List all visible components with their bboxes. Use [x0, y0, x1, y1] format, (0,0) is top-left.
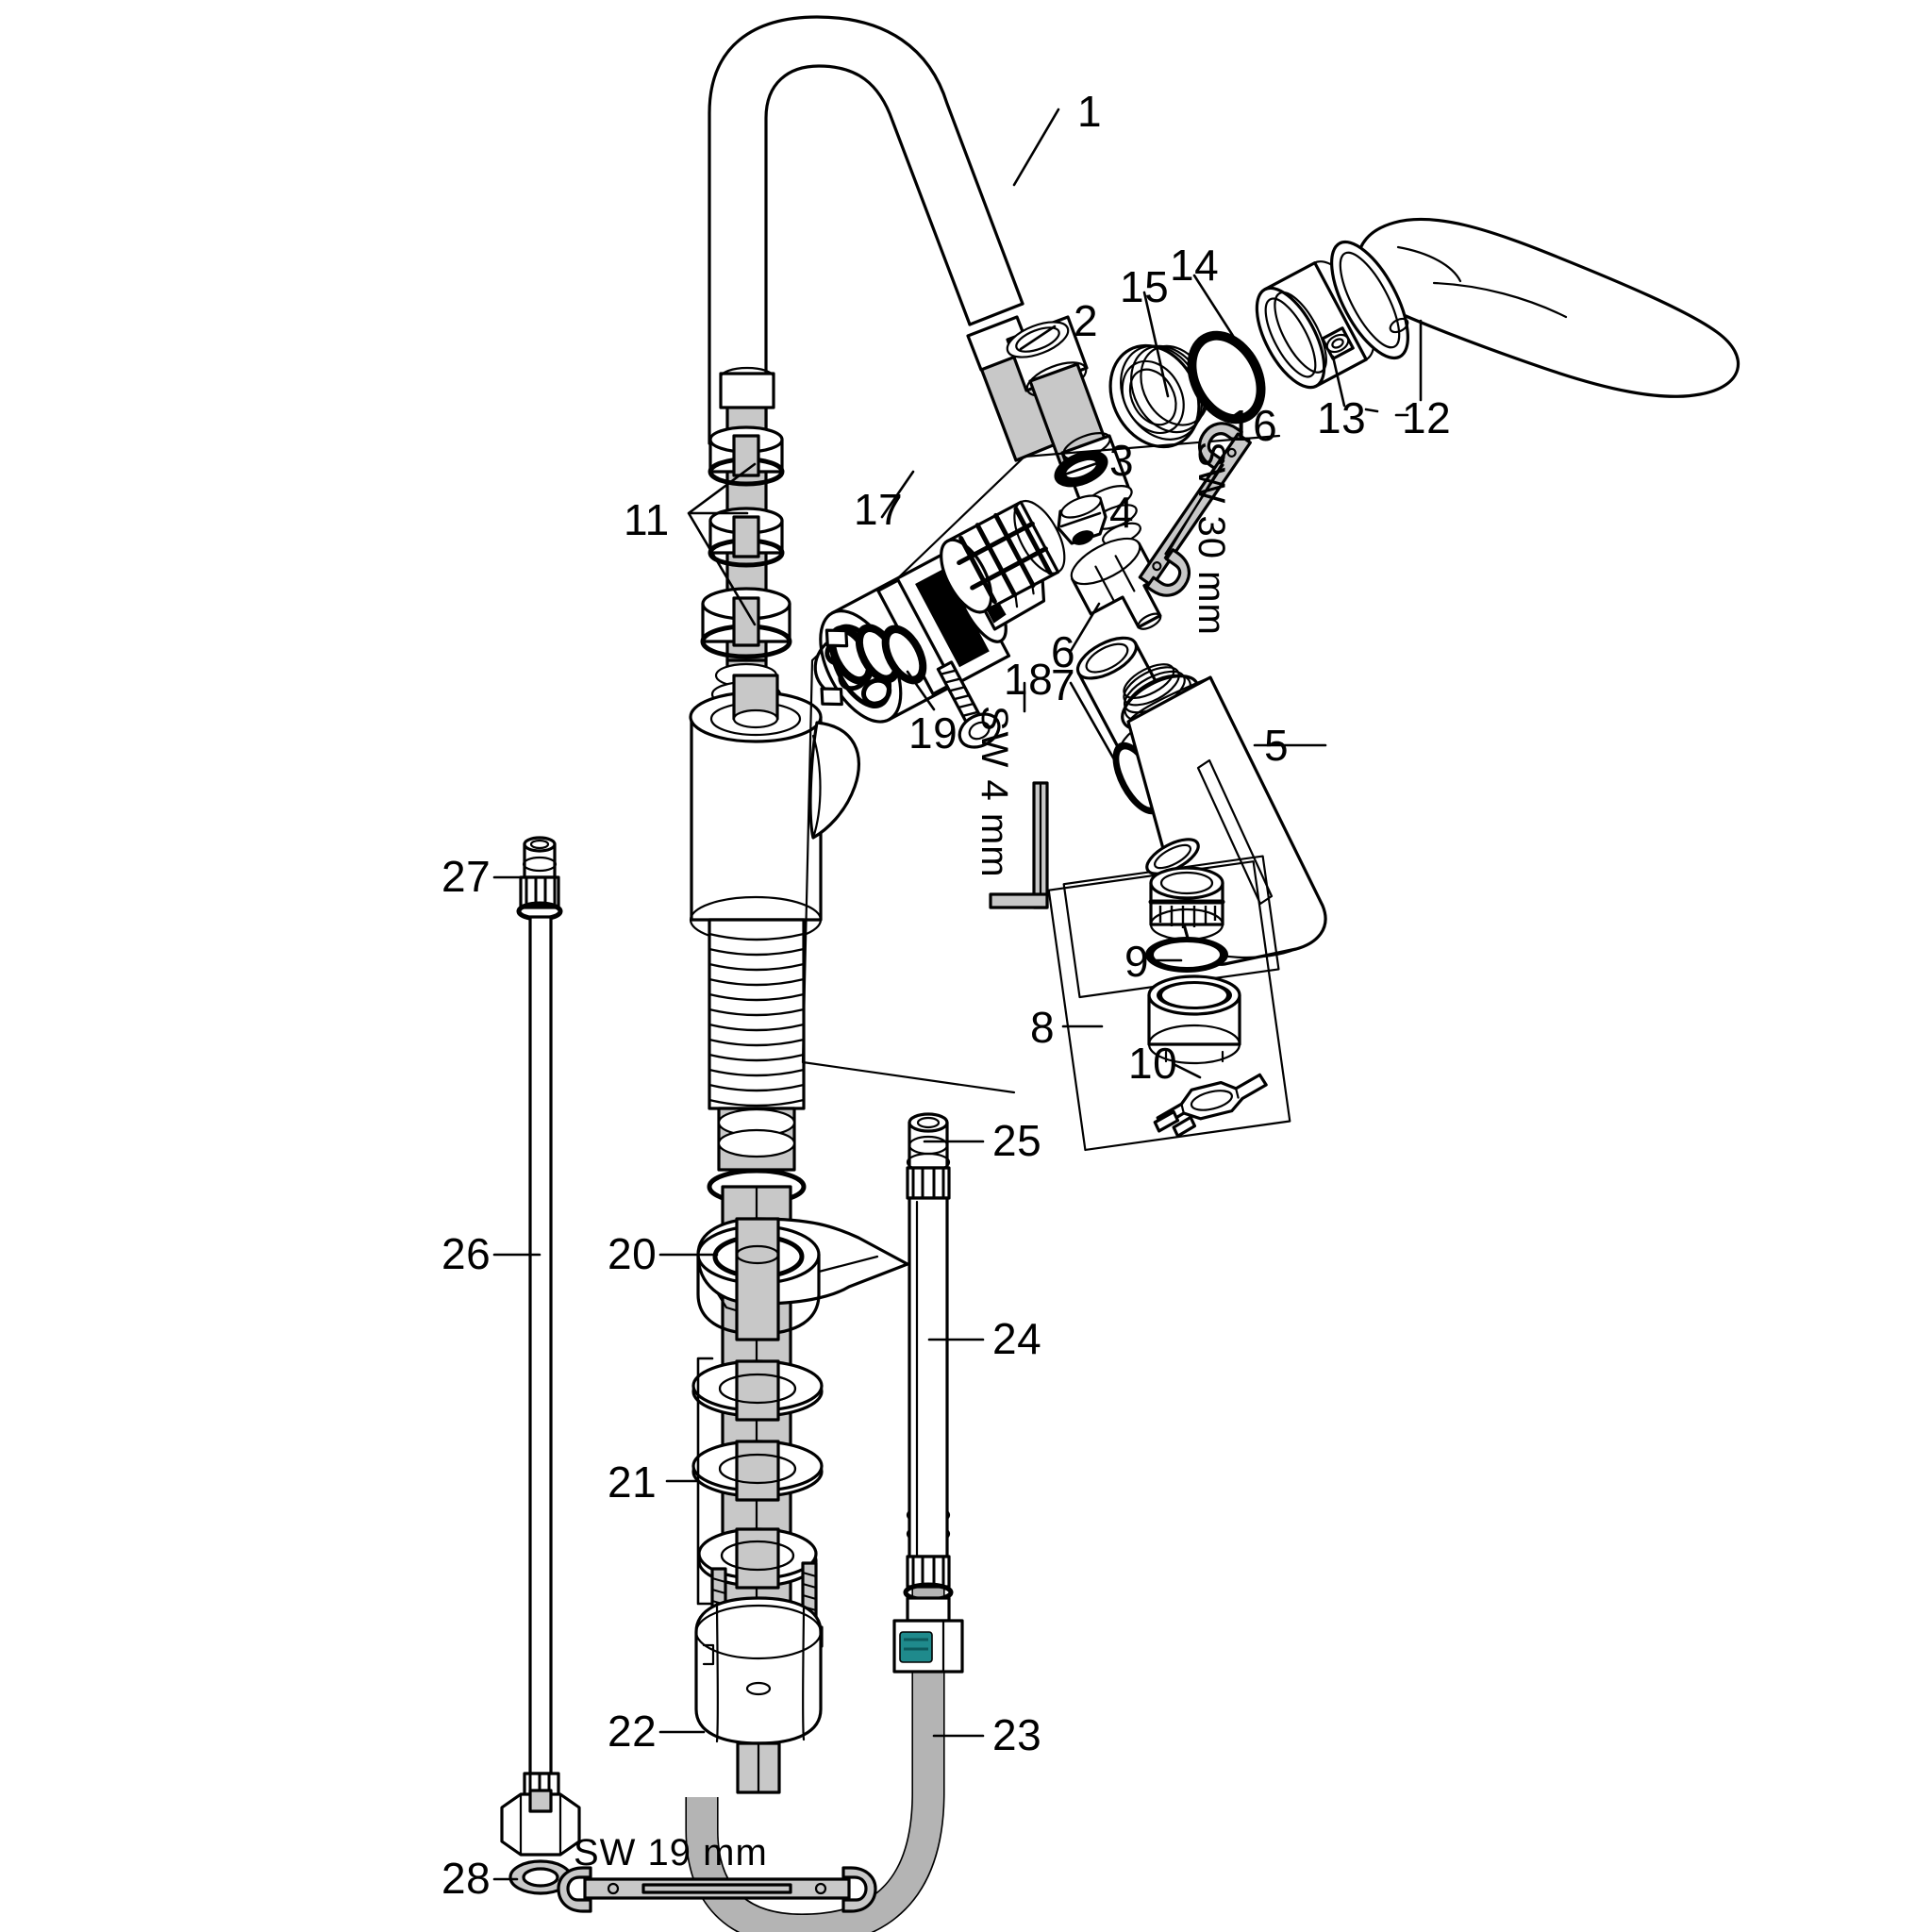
callout-28: 28 [441, 1854, 491, 1903]
callout-17: 17 [854, 485, 904, 534]
part-seal-kit [813, 624, 927, 707]
part-sealing-cone [1057, 494, 1108, 545]
callout-20: 20 [608, 1229, 658, 1278]
part-base-gasket [696, 1217, 909, 1341]
callout-3: 3 [1109, 436, 1135, 485]
callout-7: 7 [1051, 660, 1076, 709]
part-grub-screw [1321, 326, 1355, 360]
part-connection-hose [892, 1112, 964, 1674]
callout-25: 25 [992, 1116, 1042, 1165]
part-spout-tube [708, 15, 1024, 445]
part-slide-rings [687, 366, 792, 662]
callout-2: 2 [1074, 296, 1099, 345]
callout-24: 24 [992, 1314, 1042, 1363]
callout-22: 22 [608, 1707, 658, 1756]
callout-13: 13 [1317, 393, 1367, 442]
part-lever-handle [1330, 217, 1740, 398]
part-handle-o-ring [1187, 330, 1266, 425]
callout-9: 9 [1124, 937, 1150, 986]
callout-16: 16 [1228, 401, 1278, 450]
callout-18: 18 [1004, 655, 1054, 704]
callout-11: 11 [624, 495, 670, 544]
part-cartridge-kit [801, 434, 1281, 1094]
part-valve-insert [1070, 537, 1162, 630]
callout-23: 23 [992, 1710, 1042, 1759]
tool-label-sw30: SW 30 mm [1191, 441, 1232, 636]
callout-8: 8 [1030, 1003, 1056, 1052]
open-end-wrench-19-icon [557, 1866, 877, 1913]
allen-key-4-icon [989, 781, 1049, 909]
callout-26: 26 [441, 1229, 491, 1278]
callout-10: 10 [1128, 1039, 1178, 1088]
callout-1: 1 [1077, 87, 1103, 136]
callout-4: 4 [1109, 488, 1135, 537]
part-clamping-nut [694, 1596, 823, 1794]
callout-27: 27 [441, 852, 491, 901]
callout-15: 15 [1120, 262, 1170, 311]
tool-label-sw19: SW 19 mm [574, 1832, 768, 1874]
callout-21: 21 [608, 1457, 658, 1507]
tool-label-sw4: SW 4 mm [974, 706, 1015, 878]
callout-6: 6 [1051, 627, 1076, 676]
callout-12: 12 [1402, 393, 1452, 442]
callout-5: 5 [1264, 721, 1290, 770]
leader-lines [492, 108, 1423, 1881]
open-end-wrench-30-icon [1138, 422, 1252, 597]
callout-14: 14 [1170, 241, 1220, 290]
part-supply-hose [500, 836, 581, 1895]
callout-19: 19 [908, 708, 958, 758]
